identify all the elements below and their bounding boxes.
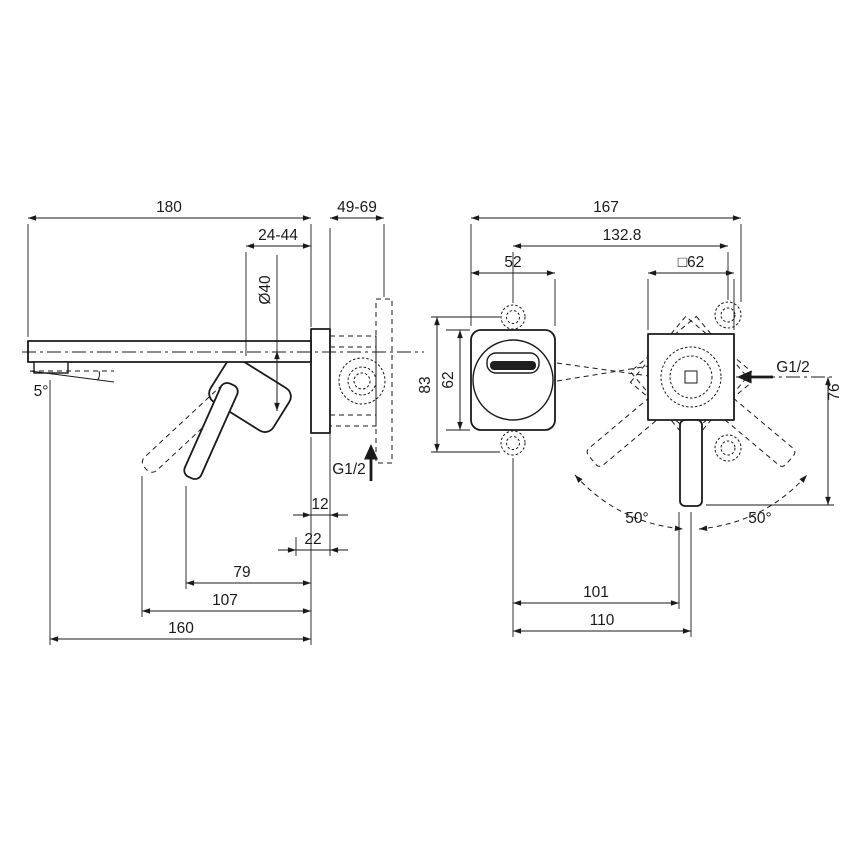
inlet-arrow-head-icon — [364, 444, 378, 460]
dim-110: 110 — [513, 612, 691, 634]
dim-180: 180 — [27, 199, 312, 337]
dim-132-8: 132.8 — [512, 227, 729, 303]
dim-101: 101 — [513, 584, 679, 606]
dim-79: 79 — [186, 564, 311, 586]
dim-12-label: 12 — [311, 496, 328, 513]
dim-52: 52 — [471, 254, 556, 326]
front-view: 50° 50° — [417, 199, 843, 637]
dim-24-44: 24-44 — [245, 227, 311, 356]
dim-dia40-label: Ø40 — [257, 275, 274, 305]
spout-escutcheon — [470, 329, 556, 431]
dim-160: 160 — [50, 620, 311, 642]
dim-76-label: 76 — [826, 383, 843, 400]
dim-167: 167 — [470, 199, 742, 326]
dim-101-label: 101 — [583, 584, 609, 601]
dim-diameter-40: Ø40 — [257, 255, 280, 411]
thread-label-side: G1/2 — [332, 461, 366, 478]
spout — [27, 340, 312, 374]
mixer-lever — [679, 419, 703, 507]
dim-49-69: 49-69 — [330, 199, 385, 297]
dim-spout-angle: 5° — [29, 370, 115, 400]
dim-12: 12 — [293, 496, 348, 518]
inlet-thread-side: G1/2 — [332, 444, 378, 481]
dim-79-label: 79 — [233, 564, 250, 581]
dim-square-62: □62 — [647, 254, 735, 330]
projection-lines — [556, 362, 650, 382]
dim-180-label: 180 — [156, 199, 182, 216]
dim-22-label: 22 — [304, 531, 321, 548]
dim-52-label: 52 — [504, 254, 521, 271]
spout-screw-marks — [500, 304, 526, 456]
dim-107-label: 107 — [212, 592, 238, 609]
dim-62-label: 62 — [440, 371, 457, 388]
dim-160-label: 160 — [168, 620, 194, 637]
dim-49-69-label: 49-69 — [337, 199, 377, 216]
dim-50deg-right-label: 50° — [748, 510, 771, 527]
dim-167-label: 167 — [593, 199, 619, 216]
dim-76: 76 — [706, 377, 843, 506]
dim-110-label: 110 — [590, 612, 615, 629]
inlet-arrow-front-head-icon — [737, 370, 752, 384]
dim-sq62-label: □62 — [678, 254, 705, 271]
dim-5deg-label: 5° — [34, 383, 49, 400]
handle-lever — [183, 382, 239, 480]
dim-83-label: 83 — [417, 376, 434, 393]
dim-62: 62 — [440, 329, 470, 431]
valve-detail — [660, 346, 722, 408]
aerator — [33, 361, 69, 374]
spout-outlet-slot — [490, 361, 536, 370]
dim-132-8-label: 132.8 — [603, 227, 642, 244]
dim-22: 22 — [278, 531, 348, 553]
inlet-thread-front: G1/2 — [737, 359, 810, 384]
thread-label-front: G1/2 — [776, 359, 810, 376]
swing-arc: 50° 50° — [574, 474, 808, 532]
dim-50deg-left-label: 50° — [625, 510, 648, 527]
dim-24-44-label: 24-44 — [258, 227, 298, 244]
side-view: 5° 180 49-69 24-44 Ø40 G1/2 — [22, 199, 424, 645]
mixer-body — [208, 357, 292, 433]
dim-83: 83 — [417, 316, 500, 453]
mixer-screw-marks — [714, 301, 742, 462]
concealed-valve — [329, 298, 393, 464]
dim-107: 107 — [142, 592, 311, 614]
wall-plate — [310, 328, 331, 434]
